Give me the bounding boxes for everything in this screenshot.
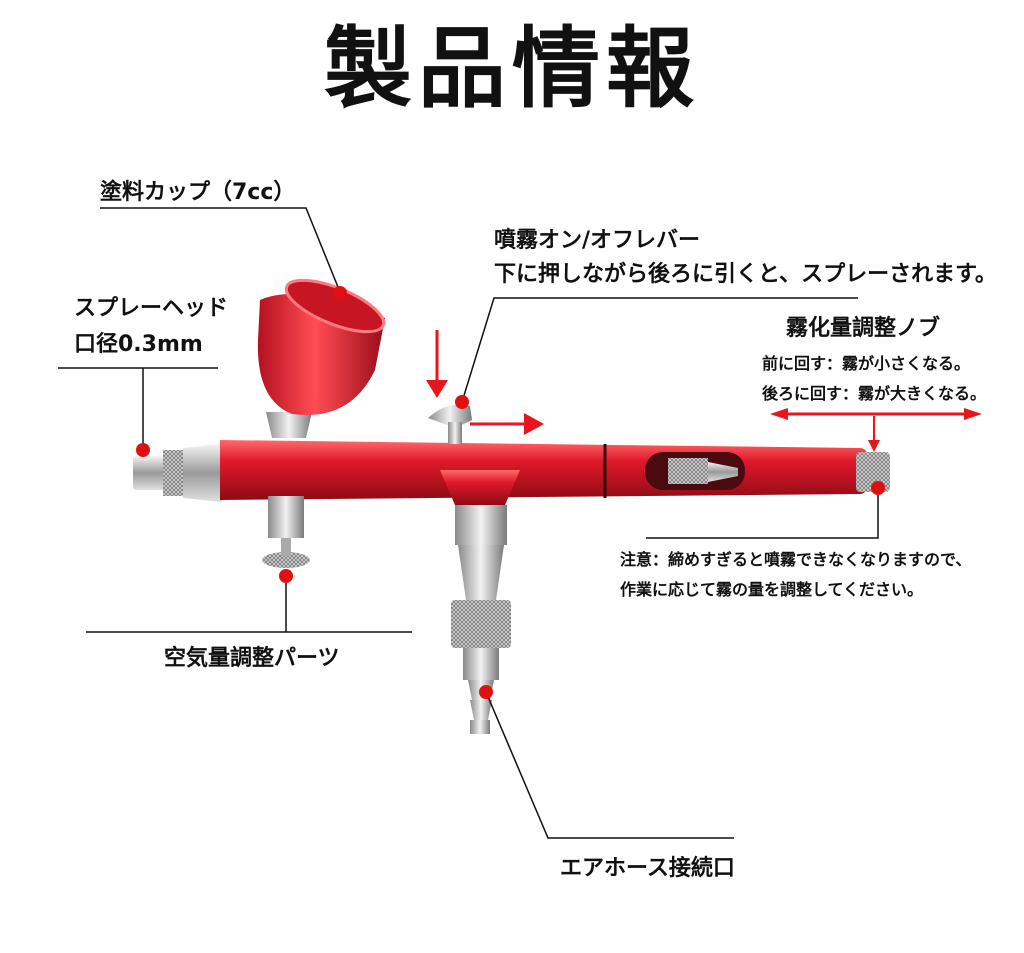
leader-hose <box>485 691 734 839</box>
label-knob-1: 前に回す：霧が小さくなる。 <box>762 354 971 373</box>
arrow-right-head <box>524 413 544 435</box>
leader-trigger <box>461 297 858 403</box>
cup-neck <box>266 412 312 438</box>
marker-paint-cup <box>333 286 347 300</box>
label-paint-cup: 塗料カップ（7cc） <box>100 180 296 205</box>
marker-air <box>279 569 293 583</box>
label-knob-title: 霧化量調整ノブ <box>786 316 941 341</box>
hose-neck <box>455 505 507 545</box>
arrow-down-head <box>426 380 448 398</box>
airbrush-body <box>133 278 890 734</box>
hose-knurl <box>451 600 511 648</box>
main-barrel <box>220 440 870 500</box>
air-adjust-stem <box>268 496 304 538</box>
leader-lines <box>58 207 879 839</box>
arrow-right2-head <box>964 408 982 420</box>
nozzle-tip <box>133 456 165 490</box>
label-trigger-1: 噴霧オン/オフレバー <box>494 228 701 253</box>
label-air-adjust: 空気量調整パーツ <box>164 646 340 671</box>
needle-chuck <box>668 458 708 484</box>
bottom-housing <box>440 470 520 505</box>
label-spray-head-2: 口径0.3mm <box>74 332 203 357</box>
nozzle-cone <box>183 444 222 502</box>
arrow-left-head <box>770 408 788 420</box>
leader-paint-cup <box>100 207 341 293</box>
air-adjust-wheel <box>262 552 310 568</box>
marker-spray-head <box>136 443 150 457</box>
marker-trigger <box>455 395 469 409</box>
label-spray-head-1: スプレーヘッド <box>74 296 229 321</box>
label-knob-2: 後ろに回す：霧が大きくなる。 <box>762 384 987 403</box>
marker-knob <box>871 481 885 495</box>
label-trigger-2: 下に押しながら後ろに引くと、スプレーされます。 <box>494 262 997 287</box>
leader-knob <box>646 490 879 539</box>
label-note-2: 作業に応じて霧の量を調整してください。 <box>620 580 924 599</box>
marker-hose <box>479 685 493 699</box>
trigger-stem <box>448 422 462 444</box>
arrow-knob-head <box>868 440 880 452</box>
label-hose: エアホース接続口 <box>560 856 735 881</box>
direction-arrows <box>426 330 982 452</box>
page-title: 製品情報 <box>323 17 700 120</box>
markers <box>136 286 885 699</box>
label-note-1: 注意：締めすぎると噴霧できなくなりますので、 <box>620 550 972 569</box>
nozzle-knurl <box>163 450 185 496</box>
